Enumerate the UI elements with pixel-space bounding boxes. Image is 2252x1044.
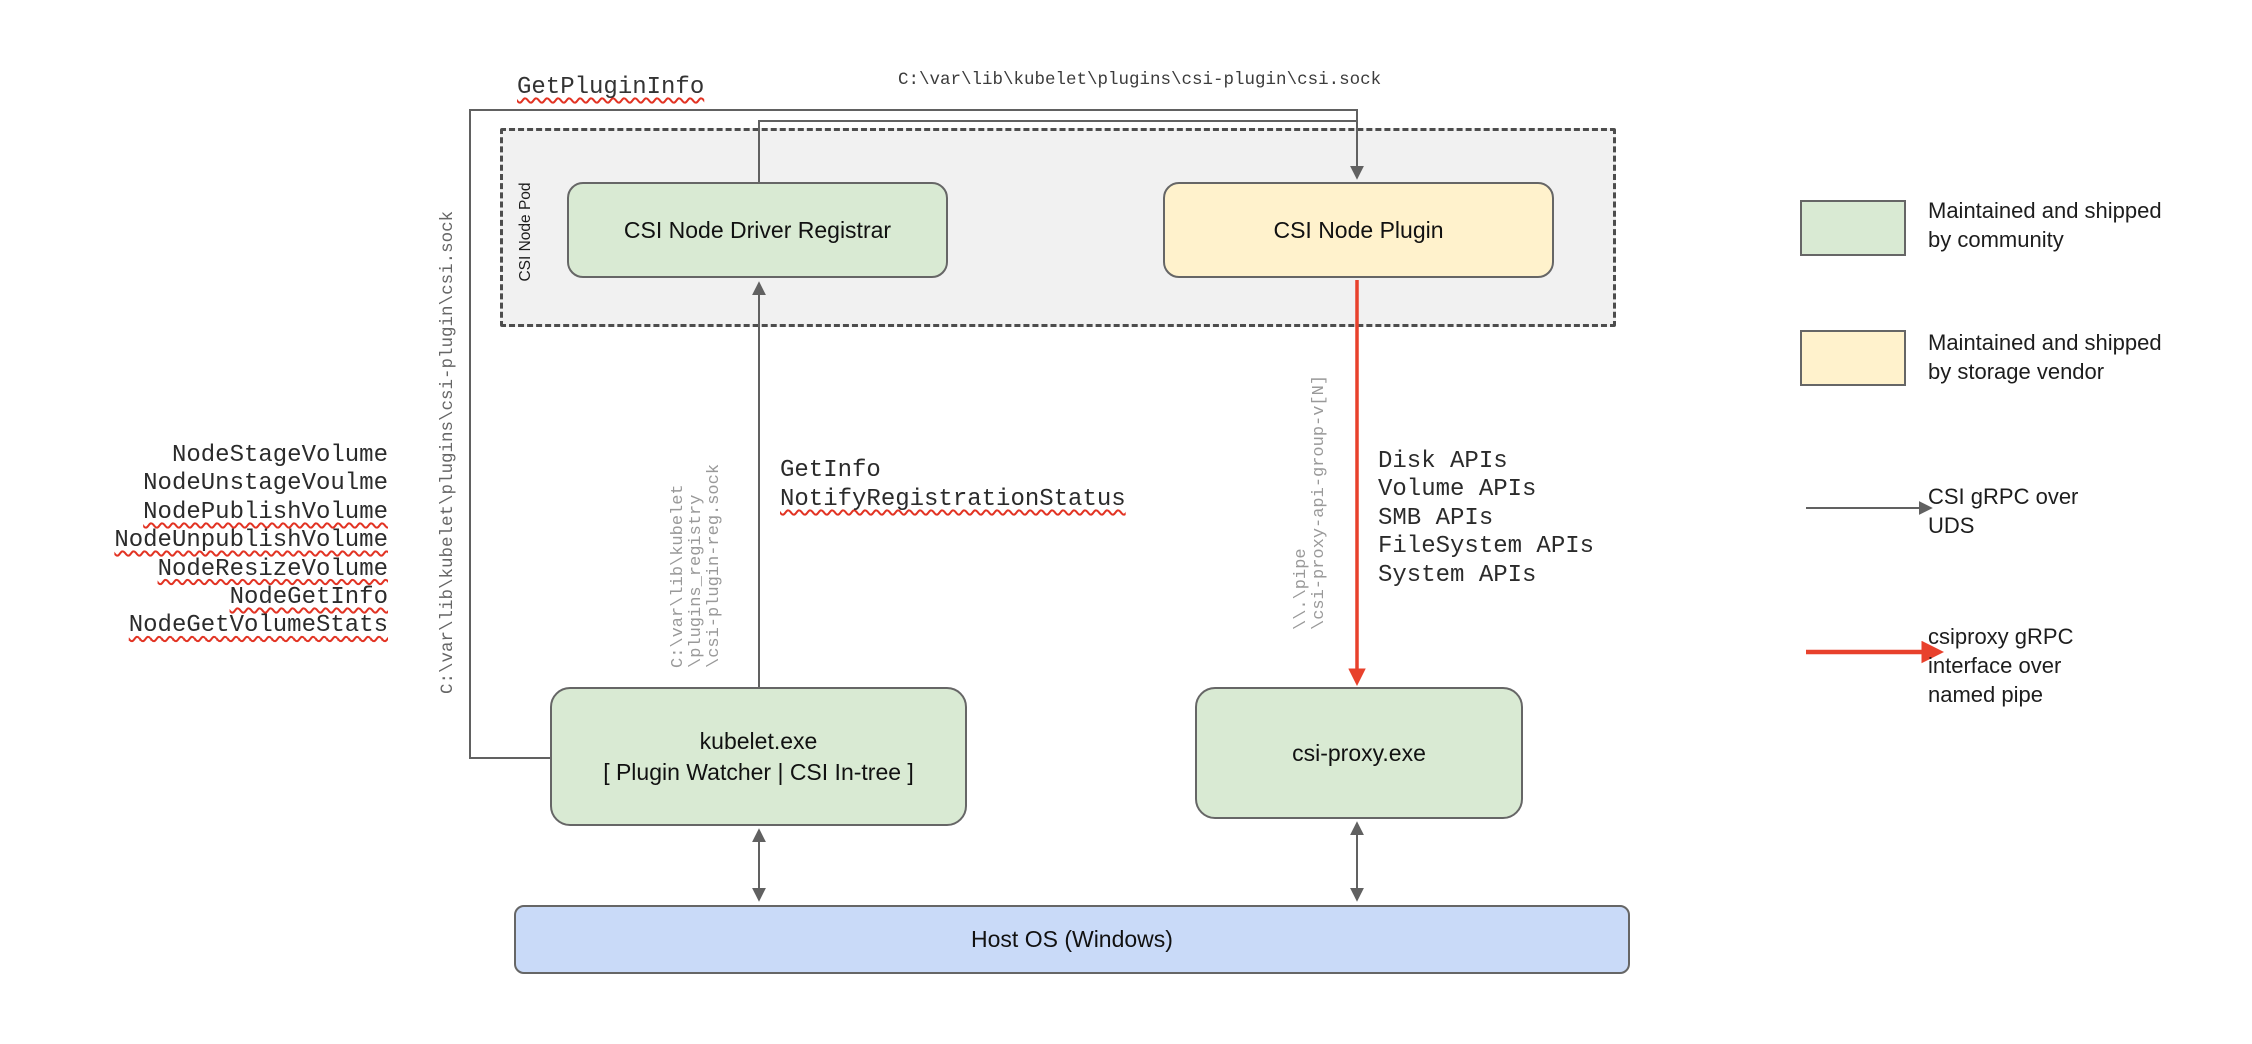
- api-group-item: Volume APIs: [1378, 476, 1537, 504]
- node-rpc-item: NodeUnstageVoulme: [143, 470, 388, 498]
- plugin-label: CSI Node Plugin: [1273, 216, 1444, 243]
- named-pipe-path-label: \\.\pipe \csi-proxy-api-group-v[N]: [1292, 365, 1329, 630]
- pipe-path-line: \csi-proxy-api-group-v[N]: [1310, 374, 1329, 630]
- csi-node-driver-registrar-box: CSI Node Driver Registrar: [567, 182, 948, 278]
- api-group-item: System APIs: [1378, 561, 1537, 589]
- csi-sock-path-label: C:\var\lib\kubelet\plugins\csi-plugin\cs…: [898, 70, 1382, 90]
- csi-proxy-label: csi-proxy.exe: [1292, 739, 1426, 766]
- registry-sock-line: C:\var\lib\kubelet: [669, 484, 688, 668]
- api-group-item: FileSystem APIs: [1378, 533, 1595, 561]
- legend-csi-grpc-label: CSI gRPC over UDS: [1928, 484, 2079, 538]
- node-rpc-item: NodePublishVolume: [143, 498, 388, 526]
- node-rpc-item: NodeGetInfo: [229, 584, 388, 612]
- api-group-item: Disk APIs: [1378, 448, 1508, 475]
- get-info-label: GetInfo: [780, 457, 881, 484]
- node-rpc-item: NodeStageVolume: [171, 442, 388, 469]
- registry-sock-line: \plugins_registry: [687, 494, 706, 668]
- node-rpc-item: NodeUnpublishVolume: [114, 527, 388, 555]
- legend-community-swatch: [1800, 200, 1906, 256]
- legend-csiproxy-label: csiproxy gRPC interface over named pipe: [1928, 624, 2074, 707]
- api-group-item: SMB APIs: [1378, 504, 1494, 532]
- kubelet-box: kubelet.exe [ Plugin Watcher | CSI In-tr…: [550, 687, 967, 826]
- csi-node-plugin-box: CSI Node Plugin: [1163, 182, 1554, 278]
- legend-vendor-swatch: [1800, 330, 1906, 386]
- host-os-label: Host OS (Windows): [971, 926, 1173, 952]
- node-rpc-item: NodeResizeVolume: [157, 555, 388, 583]
- kubelet-label-line2: [ Plugin Watcher | CSI In-tree ]: [603, 758, 914, 785]
- getplugininfo-wire: [469, 109, 1364, 759]
- kubelet-label-line1: kubelet.exe: [699, 727, 818, 754]
- registry-sock-path-label: C:\var\lib\kubelet \plugins_registry \cs…: [669, 458, 724, 668]
- node-rpc-list: NodeStageVolume NodeUnstageVoulme NodePu…: [88, 442, 388, 641]
- notify-registration-status-label: NotifyRegistrationStatus: [780, 486, 1126, 513]
- registrar-to-plugin-wire: [758, 120, 1357, 182]
- registrar-label: CSI Node Driver Registrar: [623, 216, 892, 243]
- api-groups-list: Disk APIs Volume APIs SMB APIs FileSyste…: [1378, 448, 1594, 590]
- csi-sock-path-vertical-label: C:\var\lib\kubelet\plugins\csi-plugin\cs…: [438, 210, 458, 694]
- registry-sock-line: \csi-plugin-reg.sock: [705, 463, 724, 668]
- get-plugin-info-label: GetPluginInfo: [517, 74, 705, 101]
- host-os-box: Host OS (Windows): [514, 905, 1630, 974]
- legend-vendor-label: Maintained and shipped by storage vendor: [1928, 330, 2162, 384]
- registration-rpcs: GetInfo NotifyRegistrationStatus: [780, 456, 1126, 514]
- csi-proxy-box: csi-proxy.exe: [1195, 687, 1523, 819]
- csi-node-pod-label: CSI Node Pod: [517, 182, 534, 282]
- pipe-path-line: \\.\pipe: [1292, 548, 1311, 630]
- node-rpc-item: NodeGetVolumeStats: [128, 612, 388, 640]
- legend-community-label: Maintained and shipped by community: [1928, 198, 2162, 252]
